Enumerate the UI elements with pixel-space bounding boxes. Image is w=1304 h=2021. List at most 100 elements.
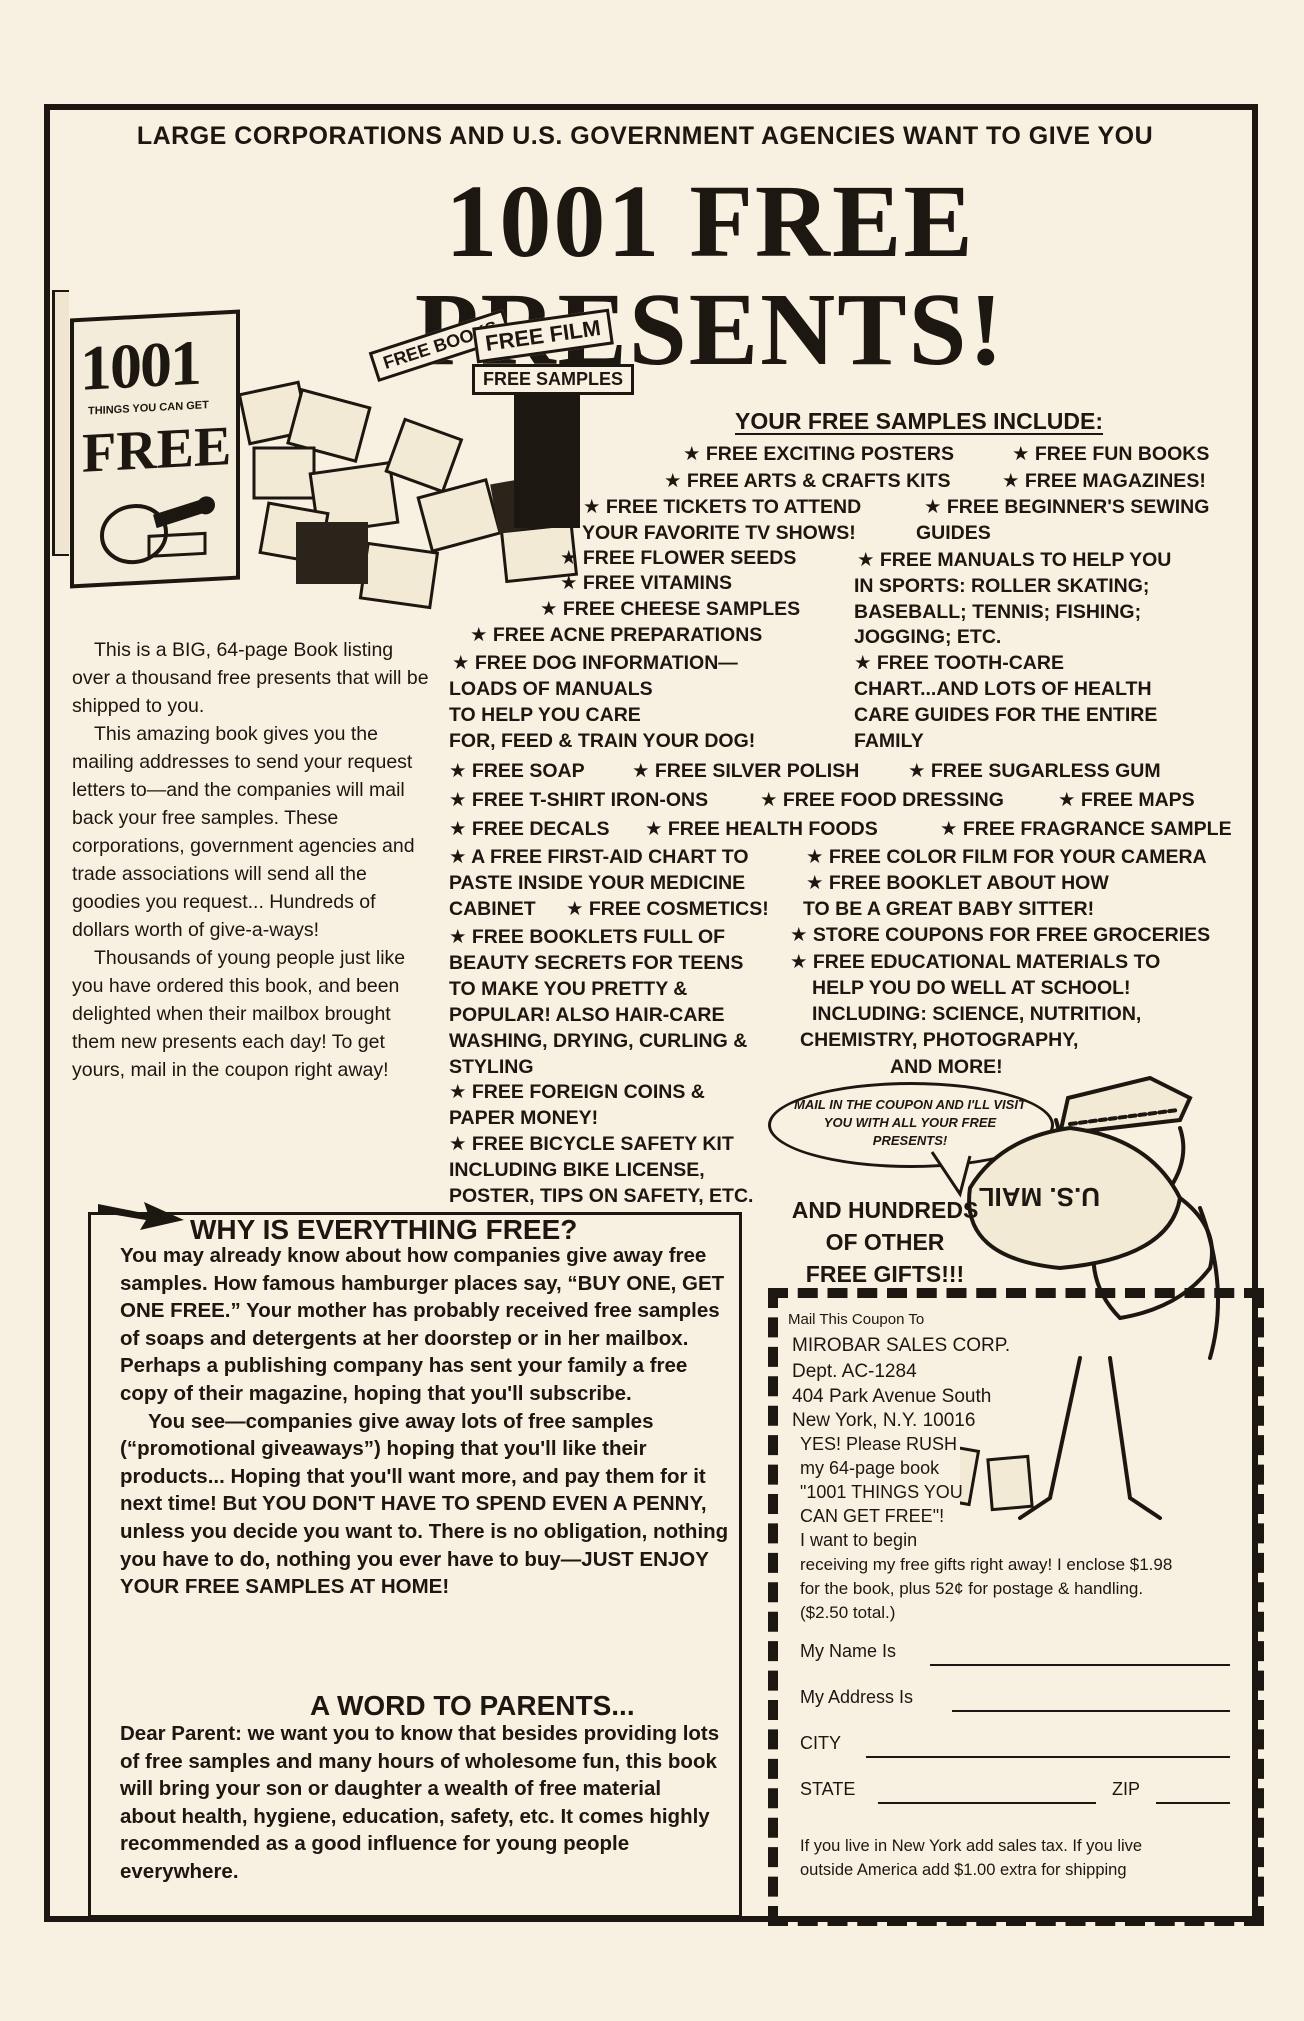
bubble-text: MAIL IN THE COUPON AND I'LL VISIT YOU WI… [794,1097,1026,1148]
sample-item: ★ FREE BEGINNER'S SEWING [924,496,1210,518]
hundreds-line: FREE GIFTS!!! [805,1261,965,1287]
name-label: My Name Is [800,1641,897,1661]
bubble-tail [930,1151,972,1198]
parents-body: Dear Parent: we want you to know that be… [120,1722,720,1883]
intro-text: This is a BIG, 64-page Book listing over… [72,636,432,1084]
sample-item: POPULAR! ALSO HAIR-CARE [449,1004,725,1026]
book-illustration: 1001 THINGS YOU CAN GET FREE FREE BOOKS … [52,278,664,618]
book-cover-art [100,496,215,565]
coupon-street: 404 Park Avenue South [792,1386,992,1407]
sample-item: LOADS OF MANUALS [449,678,653,700]
sample-item: GUIDES [916,522,991,544]
sample-item: TO MAKE YOU PRETTY & [449,978,688,1000]
samples-heading: YOUR FREE SAMPLES INCLUDE: [735,408,1104,434]
tag-free-samples: FREE SAMPLES [472,364,635,395]
coupon-lead: Mail This Coupon To [788,1311,925,1328]
sample-item: CABINET [449,898,536,920]
sample-item: ★ FREE FUN BOOKS [1012,443,1210,465]
coupon-dept: Dept. AC-1284 [792,1361,917,1382]
title-line-1: 1001 FREE [445,164,975,279]
sample-item: PAPER MONEY! [449,1107,599,1129]
sample-item: ★ FREE EXCITING POSTERS [683,443,955,465]
city-label: CITY [800,1733,842,1753]
sample-item: ★ FREE COLOR FILM FOR YOUR CAMERA [806,846,1207,868]
sample-item: TO BE A GREAT BABY SITTER! [803,898,1095,920]
sample-item: ★ FREE ACNE PREPARATIONS [470,624,763,646]
sample-item: INCLUDING BIKE LICENSE, [449,1159,705,1181]
sample-item: CHART...AND LOTS OF HEALTH [854,678,1152,700]
sample-item: FAMILY [854,730,924,752]
sample-item: ★ FREE COSMETICS! [566,898,769,920]
name-field[interactable] [930,1664,1230,1666]
sample-item: ★ FREE DOG INFORMATION— [452,652,738,674]
sample-item: ★ FREE TOOTH-CARE [854,652,1064,674]
sample-item: ★ FREE CHEESE SAMPLES [540,598,801,620]
book-number: 1001 [80,326,200,404]
zip-label: ZIP [1112,1779,1141,1799]
address-field[interactable] [952,1710,1230,1712]
parents-title: A WORD TO PARENTS... [310,1690,635,1721]
sample-item: CARE GUIDES FOR THE ENTIRE [854,704,1158,726]
order-coupon[interactable] [768,1288,1264,1926]
sample-item: AND MORE! [890,1056,1003,1078]
sample-item: BASEBALL; TENNIS; FISHING; [854,601,1142,623]
sample-item: ★ FREE TICKETS TO ATTEND [583,496,862,518]
address-label: My Address Is [800,1687,914,1707]
why-body: You may already know about how companies… [120,1242,738,1601]
sample-item: ★ FREE EDUCATIONAL MATERIALS TO [790,951,1161,973]
sample-item: ★ FREE FLOWER SEEDS [560,547,797,569]
intro-paragraph: This amazing book gives you the mailing … [72,723,415,941]
coupon-city: New York, N.Y. 10016 [792,1410,976,1431]
sample-item: ★ FREE SILVER POLISH [632,760,860,782]
sample-item: POSTER, TIPS ON SAFETY, ETC. [449,1185,754,1207]
coupon-footer: outside America add $1.00 extra for ship… [800,1861,1127,1879]
sample-item: ★ FREE HEALTH FOODS [645,818,878,840]
sample-item: JOGGING; ETC. [854,626,1002,648]
why-paragraph: You see—companies give away lots of free… [120,1409,729,1599]
coupon-order-line: "1001 THINGS YOU [800,1482,963,1502]
sample-item: ★ FREE BOOKLETS FULL OF [449,926,726,948]
sample-item: ★ FREE BICYCLE SAFETY KIT [449,1133,734,1155]
sample-item: PASTE INSIDE YOUR MEDICINE [449,872,746,894]
book-free-word: FREE [82,414,232,485]
sample-item: TO HELP YOU CARE [449,704,641,726]
state-field[interactable] [878,1802,1096,1804]
coupon-order-line: for the book, plus 52¢ for postage & han… [800,1579,1144,1598]
headline: LARGE CORPORATIONS AND U.S. GOVERNMENT A… [136,122,1154,150]
intro-paragraph: This is a BIG, 64-page Book listing over… [72,639,429,717]
hundreds-line: OF OTHER [825,1229,945,1255]
city-field[interactable] [866,1756,1230,1758]
sample-item: ★ FREE FOOD DRESSING [760,789,1004,811]
mailman-icon: U.S. MAIL [960,1075,1220,1520]
coupon-order-line: I want to begin [800,1530,918,1550]
sample-item: WASHING, DRYING, CURLING & [449,1030,748,1052]
book-cover: 1001 THINGS YOU CAN GET FREE [70,309,240,589]
sample-item: ★ FREE FRAGRANCE SAMPLE [940,818,1232,840]
coupon-order-line: my 64-page book [800,1458,940,1478]
coupon-order-line: YES! Please RUSH [800,1434,958,1454]
sample-item: ★ FREE FOREIGN COINS & [449,1081,705,1103]
sample-item: ★ FREE SUGARLESS GUM [908,760,1161,782]
sample-item: ★ STORE COUPONS FOR FREE GROCERIES [790,924,1211,946]
hundreds-text: AND HUNDREDS OF OTHER FREE GIFTS!!! [780,1194,990,1290]
mailbag-label: U.S. MAIL [979,1182,1100,1212]
sample-item: ★ FREE BOOKLET ABOUT HOW [806,872,1109,894]
ad-frame [44,104,1258,1922]
sample-item: ★ A FREE FIRST-AID CHART TO [449,846,749,868]
sample-item: IN SPORTS: ROLLER SKATING; [854,575,1150,597]
intro-paragraph: Thousands of young people just like you … [72,947,406,1081]
sample-item: BEAUTY SECRETS FOR TEENS [449,952,744,974]
sample-item: YOUR FAVORITE TV SHOWS! [582,522,856,544]
sample-item: ★ FREE DECALS [449,818,610,840]
why-paragraph: You may already know about how companies… [120,1244,725,1405]
coupon-order-line: CAN GET FREE"! [800,1506,945,1526]
sample-item: ★ FREE T-SHIRT IRON-ONS [449,789,709,811]
coupon-company: MIROBAR SALES CORP. [792,1335,1011,1356]
state-label: STATE [800,1779,856,1799]
coupon-order-line: receiving my free gifts right away! I en… [800,1555,1173,1574]
sample-item: ★ FREE SOAP [449,760,585,782]
sample-item: ★ FREE MAPS [1058,789,1195,811]
sample-item: ★ FREE VITAMINS [560,572,733,594]
sample-item: FOR, FEED & TRAIN YOUR DOG! [449,730,756,752]
zip-field[interactable] [1156,1802,1230,1804]
